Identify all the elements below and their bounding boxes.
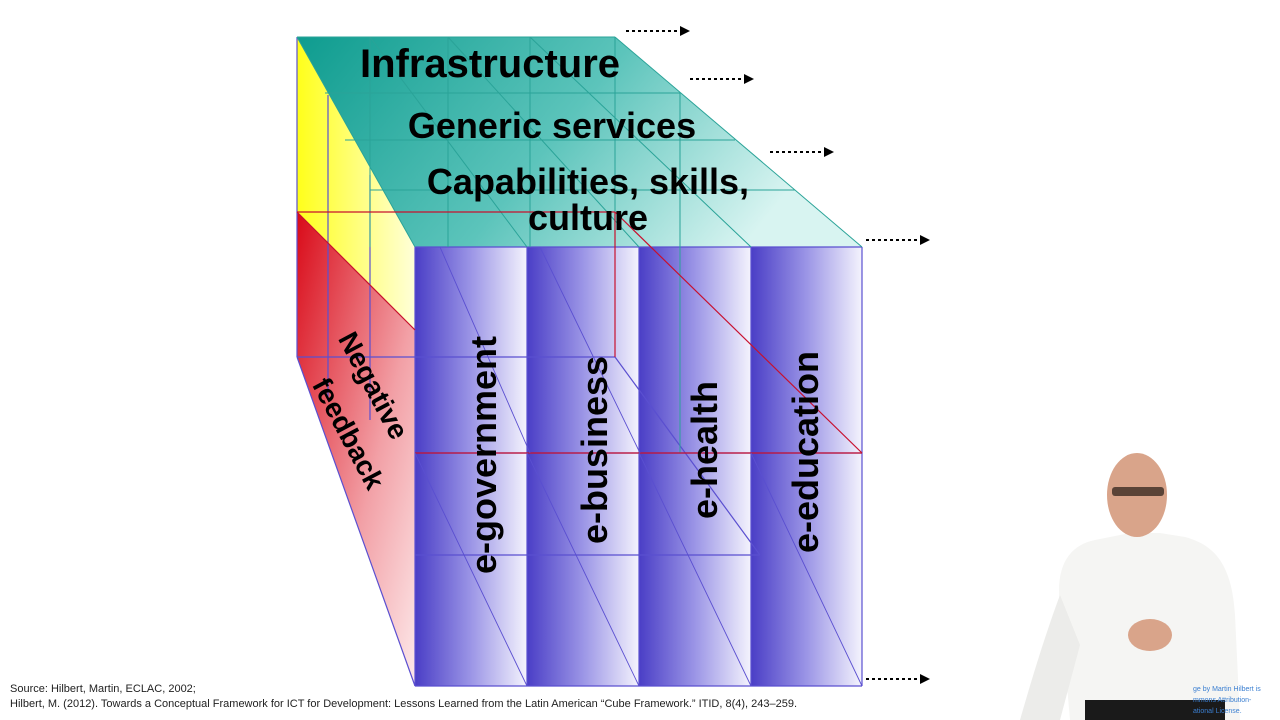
left-face-red <box>297 212 415 686</box>
presenter-figure <box>1020 453 1240 720</box>
source-line-1: Source: Hilbert, Martin, ECLAC, 2002; <box>10 683 196 695</box>
presenter-glasses <box>1112 487 1164 496</box>
front-columns <box>415 247 862 686</box>
presenter-sleeve-left <box>1020 595 1080 720</box>
layer-capabilities-line2: culture <box>528 197 648 238</box>
sector-e-government: e-government <box>463 336 504 574</box>
layer-capabilities-line1: Capabilities, skills, <box>427 161 749 202</box>
layer-infrastructure: Infrastructure <box>360 42 620 86</box>
presenter-hands <box>1128 619 1172 651</box>
sector-e-health: e-health <box>684 381 725 519</box>
source-line-2: Hilbert, M. (2012). Towards a Conceptual… <box>10 698 798 710</box>
layer-generic-services: Generic services <box>408 105 696 146</box>
sector-e-education: e-education <box>785 351 826 553</box>
presenter-belt <box>1085 700 1225 720</box>
license-credit-line-3[interactable]: ational License. <box>1193 708 1242 715</box>
dotted-arrows <box>626 30 920 680</box>
sector-e-business: e-business <box>574 356 615 544</box>
column-e-government <box>415 247 527 686</box>
column-e-education <box>751 247 862 686</box>
license-credit-line-1[interactable]: ge by Martin Hilbert is <box>1193 686 1261 693</box>
cube-wireframe <box>296 36 863 687</box>
arrow-heads <box>680 26 930 684</box>
column-e-business <box>527 247 639 686</box>
top-face <box>297 37 862 247</box>
license-credit-line-2[interactable]: mmons Attribution- <box>1193 697 1252 704</box>
